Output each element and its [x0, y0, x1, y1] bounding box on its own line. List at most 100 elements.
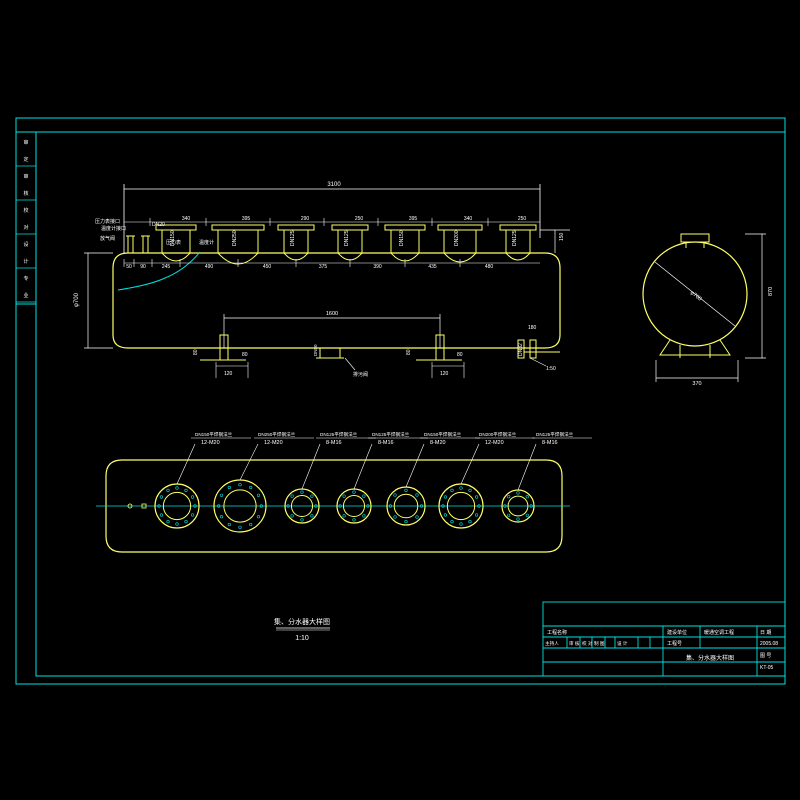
top-right-dim-label: 150	[559, 232, 565, 241]
left-callout-1: 压力表	[166, 239, 181, 246]
bolt-hole	[362, 494, 366, 498]
side-strip-char: 审	[23, 173, 28, 180]
flange-leader	[405, 443, 425, 488]
nozzle-neck	[337, 229, 363, 254]
side-base-label: 370	[692, 381, 701, 387]
bolt-hole	[310, 494, 314, 498]
flange-bolt-label: 12-M20	[485, 440, 504, 446]
side-strip-char: 校	[23, 207, 28, 214]
tb-project-label: 建设单位	[667, 629, 687, 636]
bolt-hole	[475, 495, 479, 499]
flange-bolt-label: 12-M20	[264, 440, 283, 446]
tb-role-label: 制 图	[594, 640, 605, 647]
bolt-hole	[342, 494, 346, 498]
flange-bolt-label: 8-M16	[542, 440, 558, 446]
bolt-hole	[459, 486, 463, 490]
side-view: φ700 870 370	[642, 233, 774, 387]
left-callout-2: 温度计	[199, 239, 214, 246]
nozzle-neck	[443, 229, 477, 254]
bolt-hole	[238, 483, 242, 487]
bolt-hole	[393, 493, 397, 497]
top-spacing-label: 340	[182, 216, 191, 222]
top-spacing-label: 395	[409, 216, 418, 222]
bolt-hole	[166, 488, 170, 493]
diameter-line	[654, 261, 736, 327]
top-spacing-label: 250	[518, 216, 527, 222]
tb-project-name: 暖通空调工程	[704, 629, 734, 636]
tb-drawing-label: 图 号	[760, 653, 771, 659]
bolt-hole	[352, 490, 356, 494]
base-span-label: 1600	[326, 311, 338, 317]
flange-leader	[301, 443, 321, 490]
flange-leader	[353, 443, 373, 490]
side-strip-char: 计	[23, 258, 28, 265]
supports	[200, 334, 560, 361]
flange-inner	[507, 495, 529, 517]
tb-role-label: 设 计	[617, 640, 628, 647]
side-strip-char: 对	[23, 224, 28, 231]
support-width-left: 120	[224, 371, 233, 377]
nozzle-label: DN125	[344, 230, 350, 246]
side-dimensions	[655, 233, 766, 382]
drain-leg-label: 80	[457, 352, 463, 358]
bolt-hole	[516, 517, 520, 521]
bolt-hole	[286, 504, 290, 508]
caption: 集、分水器大样图 1:10	[274, 617, 330, 642]
bolt-hole	[191, 513, 195, 517]
flange-inner	[393, 493, 419, 519]
bolt-hole	[249, 522, 253, 527]
bolt-hole	[525, 495, 529, 499]
tb-unit-label: 工程名称	[547, 629, 567, 636]
bolt-hole	[388, 504, 393, 508]
bolt-hole	[468, 488, 472, 493]
plan-flanges	[154, 479, 535, 533]
support-width-right: 120	[440, 371, 449, 377]
bolt-hole	[525, 513, 529, 517]
left-note-2: 温度计接口	[101, 225, 126, 232]
bolt-hole	[450, 519, 454, 524]
side-strip-char: 审	[23, 139, 28, 146]
flange-spec-label: DN200平焊钢法兰	[479, 431, 517, 438]
leg-mid-label: 80	[242, 352, 248, 358]
bolt-hole	[217, 504, 221, 508]
flange-inner	[162, 491, 192, 521]
flange-leader	[176, 443, 196, 485]
flange-inner	[223, 489, 257, 523]
nozzle-label: DN150	[399, 230, 405, 246]
height-dimension	[84, 252, 113, 349]
nozzle-label: DN125	[290, 230, 296, 246]
flange-spec-label: DN125平焊钢法兰	[320, 431, 358, 438]
bottom-spacing-label: 375	[319, 264, 328, 270]
bolt-hole	[477, 504, 481, 508]
plan-view: DN150平焊钢法兰12-M20DN250平焊钢法兰12-M20DN125平焊钢…	[96, 431, 592, 553]
bolt-hole	[256, 493, 261, 497]
side-supports	[659, 339, 731, 358]
flange-inner	[446, 491, 476, 521]
bolt-hole	[159, 495, 163, 499]
bolt-hole	[159, 513, 163, 517]
bolt-hole	[459, 522, 463, 526]
bolt-hole	[256, 515, 261, 519]
nozzle-neck	[283, 229, 309, 254]
side-strip-char: 专	[23, 275, 28, 282]
bolt-hole	[219, 515, 224, 519]
bolt-hole	[404, 519, 408, 524]
plan-body	[105, 459, 563, 553]
flange-leader	[239, 443, 259, 481]
bolt-hole	[516, 491, 520, 495]
bolt-hole	[175, 522, 179, 526]
left-note-3: DN20	[152, 222, 165, 228]
nozzle-neck	[161, 229, 191, 254]
top-spacing-label: 250	[355, 216, 364, 222]
bolt-hole	[184, 488, 188, 493]
flange-bolt-label: 8-M20	[430, 440, 446, 446]
base-dimension	[223, 314, 441, 348]
nozzle-label: DN125	[512, 230, 518, 246]
flange-bolt-label: 8-M16	[378, 440, 394, 446]
bolt-hole	[468, 519, 472, 524]
right-dim-label: 180	[528, 325, 537, 331]
slope-label: 1:50	[546, 366, 556, 372]
tb-job-label: 工程号	[667, 640, 682, 647]
nozzle-neck	[505, 229, 531, 254]
